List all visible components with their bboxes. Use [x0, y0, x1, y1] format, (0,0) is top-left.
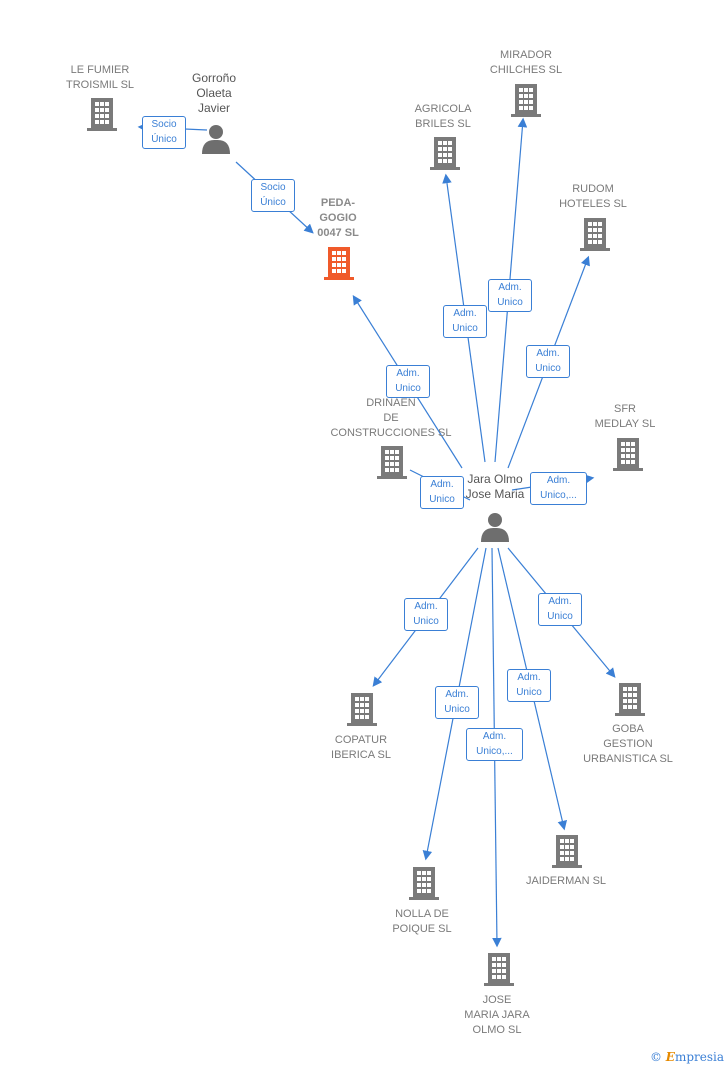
building-icon-rudom [580, 218, 610, 251]
building-icon-goba [615, 683, 645, 716]
edge-label-adm-nolla[interactable]: Adm. Unico [435, 686, 479, 719]
company-label-goba[interactable]: GOBA GESTION URBANISTICA SL [583, 723, 673, 765]
edge-label-adm-sfr[interactable]: Adm. Unico,... [530, 472, 587, 505]
edge-label-adm-goba[interactable]: Adm. Unico [538, 593, 582, 626]
edge-label-adm-jaiderman[interactable]: Adm. Unico [507, 669, 551, 702]
edge-label-adm-rudom[interactable]: Adm. Unico [526, 345, 570, 378]
company-label-pedagogio[interactable]: PEDA- GOGIO 0047 SL [317, 197, 359, 239]
brand-initial: E [665, 1050, 675, 1064]
company-label-rudom[interactable]: RUDOM HOTELES SL [559, 183, 627, 210]
edge-label-adm-josemaria[interactable]: Adm. Unico,... [466, 728, 523, 761]
edge-label-adm-drinaen[interactable]: Adm. Unico [420, 476, 464, 509]
copyright-icon: © [649, 1050, 662, 1064]
building-icon-mirador [511, 84, 541, 117]
empresia-watermark: © Empresia [650, 1050, 724, 1064]
building-icon-fumier [87, 98, 117, 131]
company-label-nolla[interactable]: NOLLA DE POIQUE SL [392, 908, 452, 935]
edge-label-adm-agricola[interactable]: Adm. Unico [443, 305, 487, 338]
building-icon-sfr [613, 438, 643, 471]
edge-label-socio1[interactable]: Socio Único [142, 116, 186, 149]
building-icon-jaiderman [552, 835, 582, 868]
building-icon-drinaen [377, 446, 407, 479]
building-icon-nolla [409, 867, 439, 900]
company-label-sfr[interactable]: SFR MEDLAY SL [594, 403, 656, 430]
edge-label-adm-copatur[interactable]: Adm. Unico [404, 598, 448, 631]
edge-label-adm-pedagogio[interactable]: Adm. Unico [386, 365, 430, 398]
company-label-fumier[interactable]: LE FUMIER TROISMIL SL [65, 64, 135, 91]
building-icon-copatur [347, 693, 377, 726]
company-label-josemaria[interactable]: JOSE MARIA JARA OLMO SL [464, 994, 530, 1036]
brand-name: mpresia [674, 1050, 724, 1064]
company-label-jaiderman[interactable]: JAIDERMAN SL [525, 875, 607, 887]
company-label-agricola[interactable]: AGRICOLA BRILES SL [414, 103, 472, 130]
building-icon-agricola [430, 137, 460, 170]
edge-label-socio2[interactable]: Socio Único [251, 179, 295, 212]
building-icon-josemaria [484, 953, 514, 986]
edge-label-adm-mirador[interactable]: Adm. Unico [488, 279, 532, 312]
person-icon-jara [481, 513, 509, 542]
person-icon-gorrono [202, 125, 230, 154]
person-label-jara[interactable]: Jara Olmo Jose Maria [465, 472, 525, 501]
building-icon-pedagogio [324, 247, 354, 280]
company-label-drinaen[interactable]: DRINAEN DE CONSTRUCCIONES SL [330, 397, 452, 439]
person-label-gorrono[interactable]: Gorroño Olaeta Javier [191, 71, 237, 115]
company-label-mirador[interactable]: MIRADOR CHILCHES SL [489, 49, 563, 76]
company-label-copatur[interactable]: COPATUR IBERICA SL [331, 734, 391, 761]
